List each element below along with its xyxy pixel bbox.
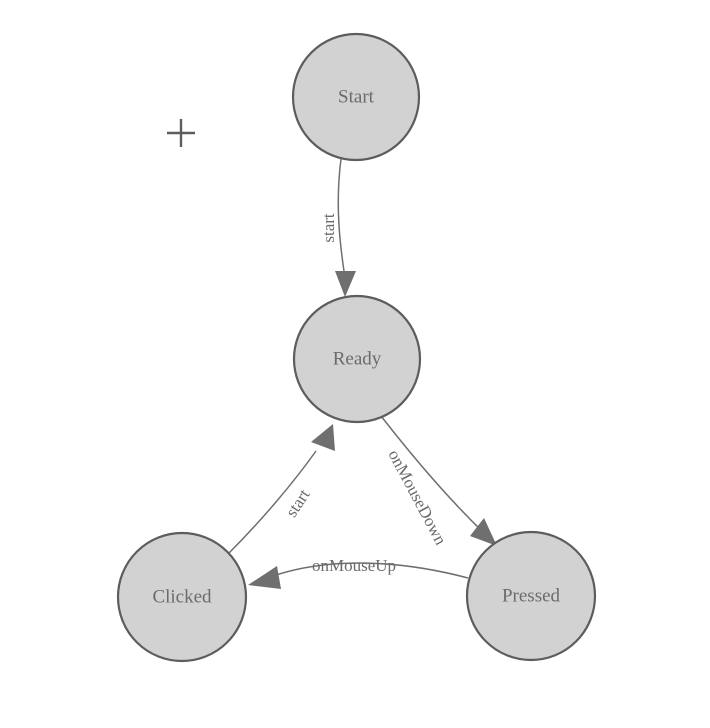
node-ready-label: Ready xyxy=(333,348,382,369)
edge-clicked-to-ready-path xyxy=(228,450,317,554)
node-start-label: Start xyxy=(338,86,375,107)
edge-label-start-to-ready: start xyxy=(319,213,338,243)
node-pressed[interactable]: Pressed xyxy=(465,530,597,662)
edge-pressed-to-clicked-arrowhead xyxy=(248,566,281,589)
edge-pressed-to-clicked-path xyxy=(272,562,469,579)
node-clicked-circle[interactable] xyxy=(116,531,248,663)
node-clicked-label: Clicked xyxy=(152,586,212,607)
edge-start-to-ready[interactable]: start xyxy=(319,158,356,297)
edge-ready-to-pressed-path xyxy=(380,415,485,534)
edge-pressed-to-clicked[interactable]: onMouseUp xyxy=(248,556,469,589)
node-pressed-label: Pressed xyxy=(502,585,561,606)
edge-clicked-to-ready[interactable]: start xyxy=(228,424,335,554)
edge-ready-to-pressed-arrowhead xyxy=(470,518,497,546)
edge-start-to-ready-arrowhead xyxy=(335,271,356,297)
edge-ready-to-pressed[interactable]: onMouseDown xyxy=(380,415,497,548)
node-pressed-circle[interactable] xyxy=(465,530,597,662)
node-clicked[interactable]: Clicked xyxy=(116,531,248,663)
plus-marker[interactable] xyxy=(167,119,195,147)
node-start[interactable]: Start xyxy=(291,32,421,162)
node-ready[interactable]: Ready xyxy=(292,294,422,424)
edge-start-to-ready-path xyxy=(337,158,346,279)
edge-clicked-to-ready-arrowhead xyxy=(311,424,335,451)
node-ready-circle[interactable] xyxy=(292,294,422,424)
edge-label-pressed-to-clicked: onMouseUp xyxy=(312,556,396,575)
node-start-circle[interactable] xyxy=(291,32,421,162)
